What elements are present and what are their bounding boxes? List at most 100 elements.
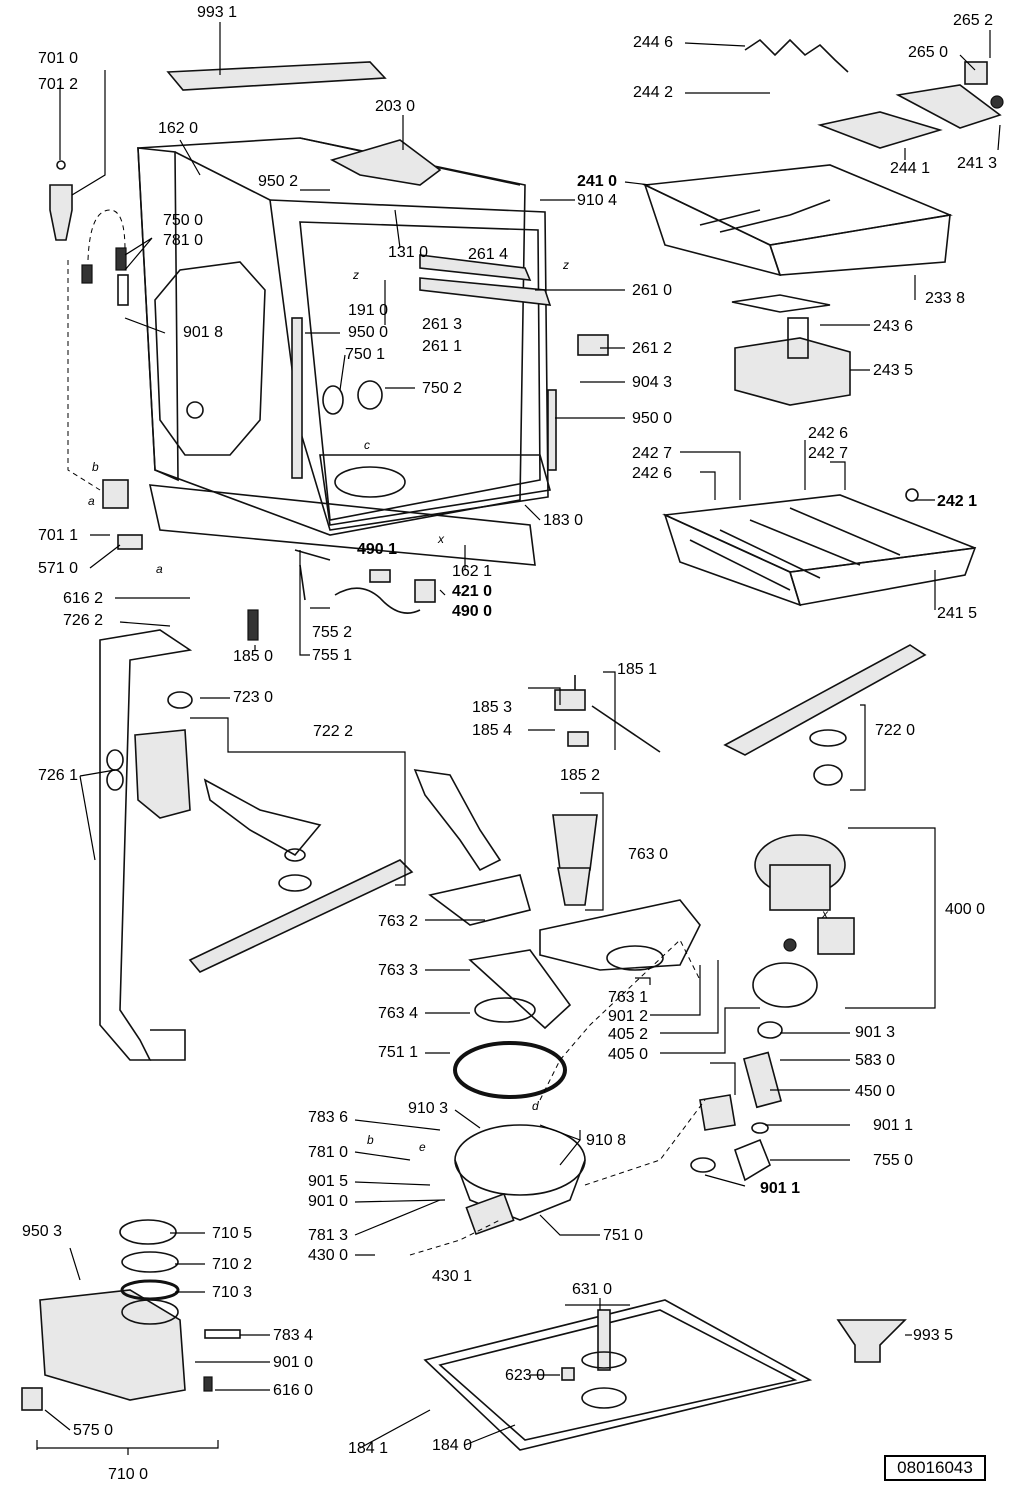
leader-lines <box>44 22 1001 1449</box>
part-label: 183 0 <box>543 512 584 529</box>
seal-ring-part <box>453 1041 567 1099</box>
part-label: 162 1 <box>452 563 493 580</box>
part-label: 901 1 <box>760 1180 801 1197</box>
part-label: 783 4 <box>273 1327 314 1344</box>
part-label: 405 0 <box>608 1046 649 1063</box>
funnel-part <box>836 1319 907 1363</box>
part-label: 616 2 <box>63 590 104 607</box>
part-label: 583 0 <box>855 1052 896 1069</box>
part-label: 701 0 <box>38 50 79 67</box>
part-label: 904 3 <box>632 374 673 391</box>
part-label: 901 3 <box>855 1024 896 1041</box>
part-label: 261 2 <box>632 340 673 357</box>
part-label: 710 3 <box>212 1284 253 1301</box>
base-plate-part <box>423 1299 813 1451</box>
part-label: 710 2 <box>212 1256 253 1273</box>
part-label: 261 1 <box>422 338 463 355</box>
drain-part <box>690 1021 783 1182</box>
part-label: 185 4 <box>472 722 513 739</box>
part-label: 265 2 <box>953 12 994 29</box>
reference-marker: e <box>419 1140 426 1154</box>
part-label: 430 0 <box>308 1247 349 1264</box>
part-label: 242 1 <box>937 493 978 510</box>
part-label: 450 0 <box>855 1083 896 1100</box>
part-label: 710 5 <box>212 1225 253 1242</box>
part-label: 162 0 <box>158 120 199 137</box>
part-label: 755 1 <box>312 647 353 664</box>
part-label: 901 8 <box>183 324 224 341</box>
part-label: 241 3 <box>957 155 998 172</box>
part-label: 751 0 <box>603 1227 644 1244</box>
part-label: 723 0 <box>233 689 274 706</box>
part-label: 421 0 <box>452 583 493 600</box>
small-parts <box>247 334 919 753</box>
part-label: 185 2 <box>560 767 601 784</box>
part-label: 950 0 <box>632 410 673 427</box>
water-pipe-part <box>99 629 193 1061</box>
part-label: 261 4 <box>468 246 509 263</box>
part-label: 623 0 <box>505 1367 546 1384</box>
part-label: 571 0 <box>38 560 79 577</box>
part-label: 701 2 <box>38 76 79 93</box>
part-label: 244 1 <box>890 160 931 177</box>
part-label: 203 0 <box>375 98 416 115</box>
part-label: 763 0 <box>628 846 669 863</box>
part-label: 241 5 <box>937 605 978 622</box>
document-number: 08016043 <box>884 1455 986 1481</box>
part-label: 185 1 <box>617 661 658 678</box>
part-label: 261 0 <box>632 282 673 299</box>
reference-marker: a <box>156 562 163 576</box>
part-label: 701 1 <box>38 527 79 544</box>
part-label: 901 0 <box>273 1354 314 1371</box>
part-label: 405 2 <box>608 1026 649 1043</box>
part-label: 901 2 <box>608 1008 649 1025</box>
part-label: 781 0 <box>308 1144 349 1161</box>
sump-part <box>454 1124 586 1236</box>
part-label: 244 6 <box>633 34 674 51</box>
lower-basket-part <box>662 494 977 607</box>
reference-marker: x <box>438 532 444 546</box>
part-label: 750 0 <box>163 212 204 229</box>
part-label: 242 7 <box>632 445 673 462</box>
part-label: 185 0 <box>233 648 274 665</box>
part-label: 750 1 <box>345 346 386 363</box>
part-label: 755 0 <box>873 1152 914 1169</box>
part-label: 710 0 <box>108 1466 149 1483</box>
part-label: 722 2 <box>313 723 354 740</box>
reference-marker: d <box>532 1099 539 1113</box>
part-label: 241 0 <box>577 173 618 190</box>
part-label: 763 1 <box>608 989 649 1006</box>
filter-part <box>428 814 701 1030</box>
part-label: 242 6 <box>632 465 673 482</box>
part-label: 755 2 <box>312 624 353 641</box>
part-label: 993 5 <box>913 1327 954 1344</box>
distributor-part <box>134 691 322 862</box>
part-label: 400 0 <box>945 901 986 918</box>
part-label: 185 3 <box>472 699 513 716</box>
part-label: 184 0 <box>432 1437 473 1454</box>
part-label: 191 0 <box>348 302 389 319</box>
part-label: 726 2 <box>63 612 104 629</box>
part-label: 490 1 <box>357 541 398 558</box>
part-label: 233 8 <box>925 290 966 307</box>
part-label: 763 4 <box>378 1005 419 1022</box>
part-label: 751 1 <box>378 1044 419 1061</box>
part-label: 993 1 <box>197 4 238 21</box>
part-label: 184 1 <box>348 1440 389 1457</box>
water-inlet-part <box>49 160 143 550</box>
supply-hose-part <box>413 769 502 872</box>
part-label: 261 3 <box>422 316 463 333</box>
part-label: 726 1 <box>38 767 79 784</box>
part-label: 950 0 <box>348 324 389 341</box>
part-label: 901 5 <box>308 1173 349 1190</box>
part-label: 265 0 <box>908 44 949 61</box>
spray-arm-part <box>188 644 927 973</box>
dispenser-part <box>21 1219 241 1455</box>
part-label: 783 6 <box>308 1109 349 1126</box>
part-label: 430 1 <box>432 1268 473 1285</box>
part-label: 243 6 <box>873 318 914 335</box>
part-label: 244 2 <box>633 84 674 101</box>
part-label: 575 0 <box>73 1422 114 1439</box>
part-label: 750 2 <box>422 380 463 397</box>
